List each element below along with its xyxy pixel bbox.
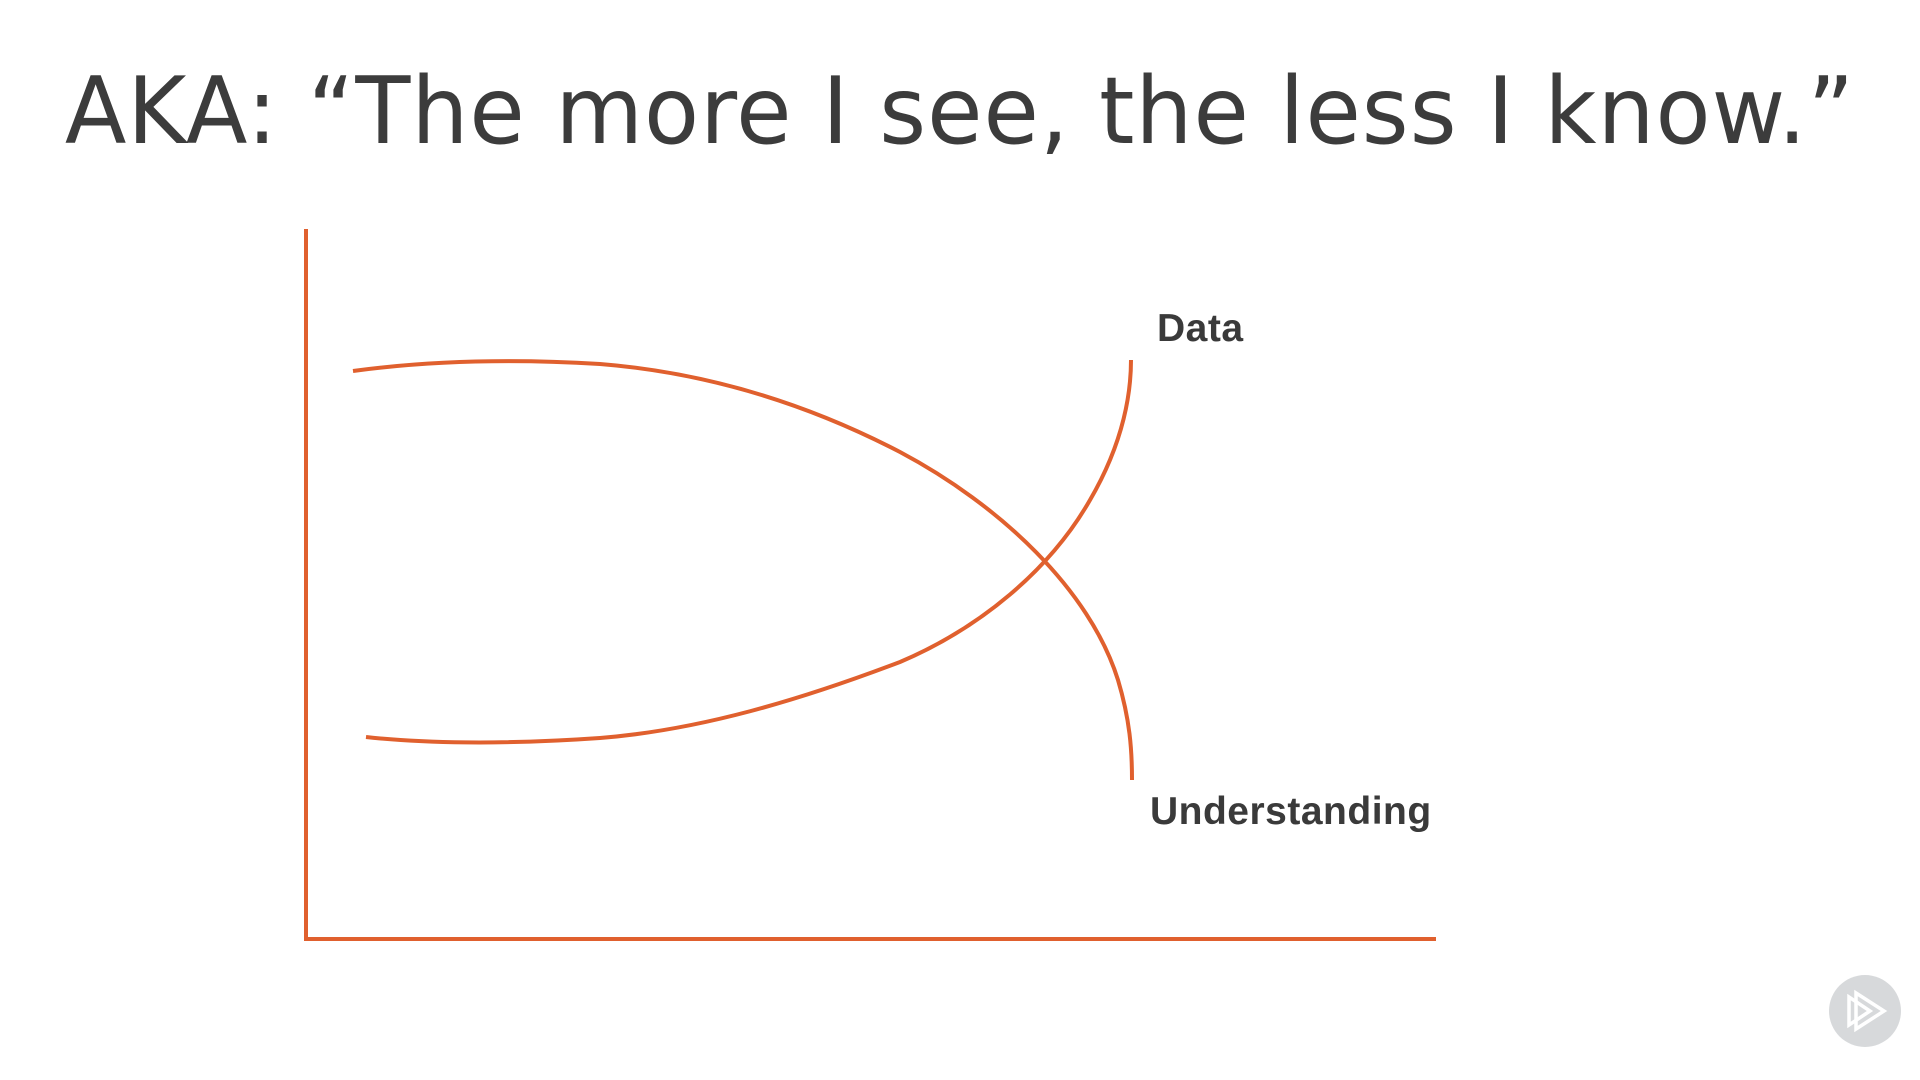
data-series-label: Data	[1157, 307, 1244, 350]
data-curve	[365, 359, 1133, 745]
play-logo-icon	[1847, 989, 1888, 1033]
understanding-series-label: Understanding	[1150, 790, 1432, 833]
play-logo-button[interactable]	[1829, 975, 1901, 1047]
understanding-curve	[352, 359, 1134, 781]
slide-title: AKA: “The more I see, the less I know.”	[64, 57, 1856, 166]
